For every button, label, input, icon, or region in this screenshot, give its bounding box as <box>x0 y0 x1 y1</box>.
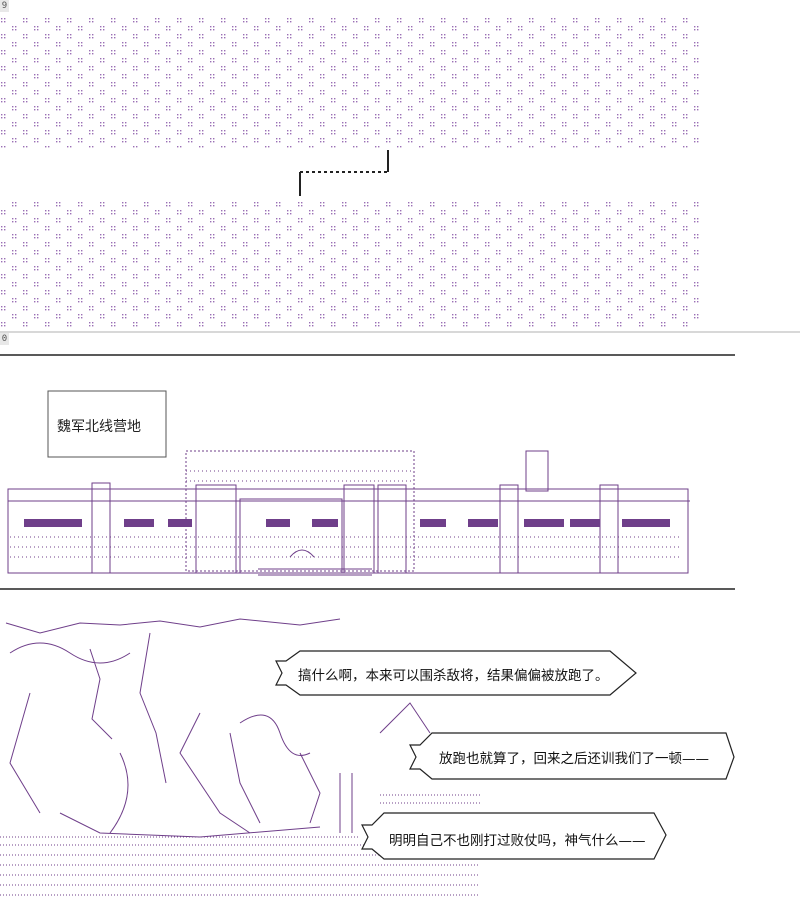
location-label: 魏军北线营地 <box>57 419 141 435</box>
page-number: 9 <box>0 0 9 12</box>
speech-bubbles <box>275 650 735 860</box>
dialogue-3: 明明自己不也刚打过败仗吗，神气什么—— <box>389 833 646 849</box>
dot-pattern-art <box>0 18 700 330</box>
dialogue-1: 搞什么啊，本来可以围杀敌将，结果偏偏被放跑了。 <box>298 668 609 684</box>
panel-top: 9 <box>0 0 800 331</box>
page-number: 0 <box>0 333 9 345</box>
panel-bottom: 0 <box>0 333 800 900</box>
dialogue-2: 放跑也就算了，回来之后还训我们了一顿—— <box>439 751 709 767</box>
camp-scene-art <box>0 354 735 896</box>
panel-divider <box>0 331 800 333</box>
bracket-mark <box>299 150 389 196</box>
